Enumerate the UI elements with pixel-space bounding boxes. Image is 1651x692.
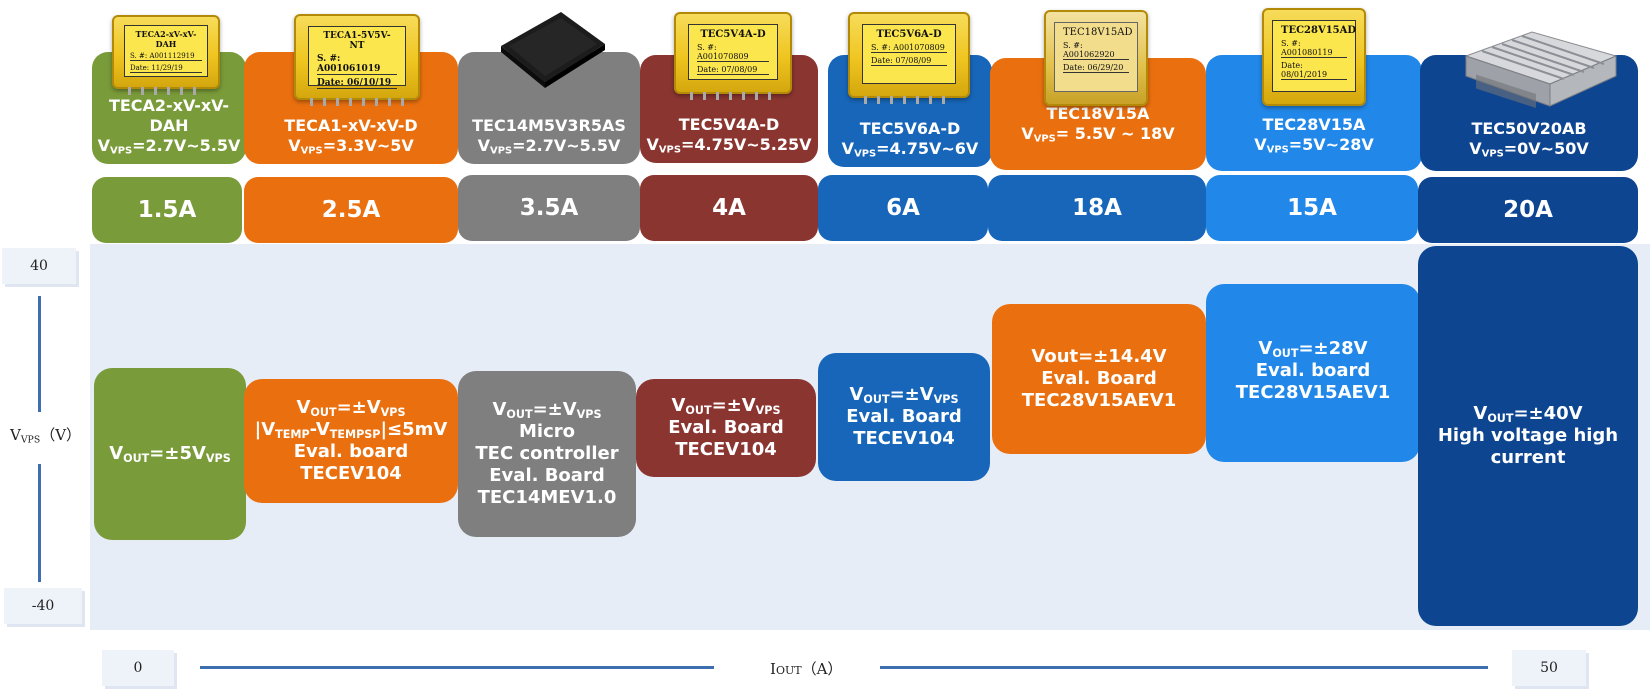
product-image-tec14: [501, 12, 605, 88]
spec-box-teca1: VOUT=±VVPS |VTEMP-VTEMPSP|≤5mV Eval. boa…: [244, 379, 458, 503]
x-axis-min-tick: 0: [102, 650, 174, 686]
product-image-tec5v6a: TEC5V6A-D S. #: A001070809 Date: 07/08/0…: [848, 12, 970, 104]
product-model: TEC50V20AB: [1471, 119, 1587, 138]
spec-line: |VTEMP-VTEMPSP|≤5mV: [254, 419, 448, 441]
product-vps-range: VVPS=0V~50V: [1469, 139, 1589, 160]
x-axis-label: IOUT（A）: [770, 660, 843, 678]
spec-line: TEC28V15AEV1: [1021, 390, 1177, 411]
spec-line: TEC28V15AEV1: [1235, 382, 1391, 403]
product-header-tec14: TEC14M5V3R5AS VVPS=2.7V~5.5V: [458, 52, 640, 164]
spec-line: Eval. Board: [489, 465, 605, 486]
y-axis-line-upper: [38, 296, 41, 412]
x-axis-line-right: [880, 666, 1488, 669]
product-vps-range: VVPS=2.7V~5.5V: [97, 136, 241, 157]
spec-line: High voltage high: [1437, 425, 1619, 446]
current-badge-tec14: 3.5A: [458, 175, 640, 241]
product-model: TEC28V15A: [1262, 115, 1366, 134]
product-model: TEC5V6A-D: [859, 119, 961, 138]
spec-box-tec5v4a: VOUT=±VVPS Eval. Board TECEV104: [636, 379, 816, 477]
spec-line: VOUT=±28V: [1258, 338, 1368, 360]
y-axis-line-lower: [38, 464, 41, 582]
product-vps-range: VVPS=2.7V~5.5V: [477, 136, 621, 157]
spec-line: Vout=±14.4V: [1031, 346, 1167, 367]
spec-box-tec50v20ab: VOUT=±40V High voltage high current: [1418, 246, 1638, 626]
spec-line: Eval. Board: [1041, 368, 1157, 389]
product-vps-range: VVPS=3.3V~5V: [288, 136, 414, 157]
product-image-teca1: TECA1-5V5V-NT S. #: A001061019 Date: 06/…: [294, 14, 420, 106]
spec-line: TEC14MEV1.0: [477, 487, 617, 508]
spec-line: VOUT=±VVPS: [492, 399, 602, 421]
y-axis-max-tick: 40: [2, 248, 76, 284]
spec-box-teca2: VOUT=±5VVPS: [94, 368, 246, 540]
spec-line: VOUT=±VVPS: [671, 395, 781, 417]
y-axis-label: VVPS（V）: [10, 426, 82, 446]
product-vps-range: VVPS= 5.5V ~ 18V: [1021, 124, 1175, 145]
spec-box-tec28v15a: VOUT=±28V Eval. board TEC28V15AEV1: [1206, 284, 1420, 462]
current-badge-teca2: 1.5A: [92, 177, 242, 243]
spec-line: TEC controller: [475, 443, 619, 464]
current-badge-tec18v15a: 18A: [988, 175, 1206, 241]
spec-line: Eval. board TECEV104: [293, 441, 409, 484]
current-badge-teca1: 2.5A: [244, 177, 458, 243]
product-model: TEC14M5V3R5AS: [472, 116, 626, 135]
current-badge-tec50v20ab: 20A: [1418, 177, 1638, 243]
spec-line: VOUT=±40V: [1473, 403, 1583, 425]
y-axis-min-tick: -40: [4, 588, 82, 624]
spec-box-tec18v15a: Vout=±14.4V Eval. Board TEC28V15AEV1: [992, 304, 1206, 454]
spec-box-tec5v6a: VOUT=±VVPS Eval. Board TECEV104: [818, 353, 990, 481]
product-header-tec28v15a: TEC28V15A VVPS=5V~28V: [1206, 55, 1422, 171]
current-badge-tec5v6a: 6A: [818, 175, 988, 241]
product-model: TEC5V4A-D: [678, 115, 780, 134]
current-badge-tec5v4a: 4A: [640, 175, 818, 241]
product-header-teca1: TECA1-xV-xV-D VVPS=3.3V~5V: [244, 52, 458, 164]
product-vps-range: VVPS=4.75V~5.25V: [646, 135, 812, 156]
x-axis-max-tick: 50: [1512, 650, 1586, 686]
product-model: TECA1-xV-xV-D: [284, 116, 418, 135]
product-image-teca2: TECA2-xV-xV-DAH S. #: A001112919 Date: 1…: [112, 15, 220, 95]
current-badge-tec28v15a: 15A: [1206, 175, 1418, 241]
spec-box-tec14: VOUT=±VVPS Micro TEC controller Eval. Bo…: [458, 371, 636, 537]
product-image-tec5v4a: TEC5V4A-D S. #: A001070809 Date: 07/08/0…: [674, 12, 792, 100]
spec-line: TECEV104: [853, 428, 955, 449]
spec-line: VOUT=±5VVPS: [109, 443, 231, 465]
spec-line: current: [1490, 447, 1566, 468]
product-image-tec50v20ab: [1464, 31, 1618, 109]
x-axis-line-left: [200, 666, 714, 669]
spec-line: TECEV104: [675, 439, 777, 460]
spec-line: VOUT=±VVPS: [296, 397, 406, 419]
spec-line: VOUT=±VVPS: [849, 384, 959, 406]
product-vps-range: VVPS=5V~28V: [1254, 135, 1374, 156]
product-model: TEC18V15A: [1046, 104, 1150, 123]
spec-line: Eval. Board: [846, 406, 962, 427]
spec-line: Eval. Board: [668, 417, 784, 438]
product-model: TECA2-xV-xV-DAH: [108, 96, 230, 135]
spec-line: Micro: [519, 421, 575, 442]
product-image-tec18v15a: TEC18V15AD S. #: A001062920 Date: 06/29/…: [1044, 10, 1148, 106]
product-vps-range: VVPS=4.75V~6V: [841, 139, 979, 160]
spec-line: Eval. board: [1255, 360, 1371, 381]
product-image-tec28v15a: TEC28V15AD S. #: A001080119 Date: 08/01/…: [1262, 8, 1366, 106]
